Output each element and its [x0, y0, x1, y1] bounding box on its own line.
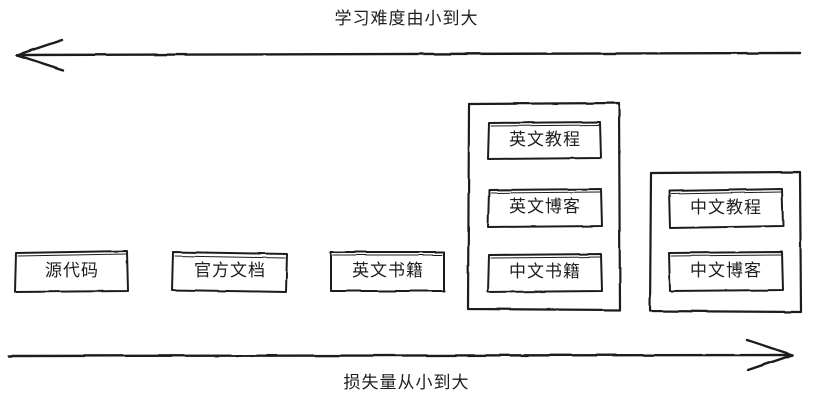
- node-label: 源代码: [45, 261, 99, 281]
- node-chinese-blogs[interactable]: 中文博客: [669, 252, 783, 291]
- node-label: 官方文档: [194, 261, 266, 281]
- node-label: 中文教程: [690, 198, 762, 218]
- top-axis-arrow: [15, 38, 802, 72]
- bottom-axis-arrow: [7, 338, 794, 372]
- node-rect-english-blogs: [487, 188, 603, 228]
- node-official-docs[interactable]: 官方文档: [172, 251, 288, 292]
- node-english-blogs[interactable]: 英文博客: [488, 188, 602, 227]
- node-rect-source-code: [14, 250, 129, 293]
- node-label: 英文教程: [509, 129, 581, 150]
- node-rect-english-tutorials: [487, 121, 602, 160]
- node-label: 中文博客: [690, 261, 762, 281]
- node-rect-chinese-blogs: [668, 251, 784, 292]
- node-label: 英文博客: [509, 197, 581, 217]
- node-source-code[interactable]: 源代码: [15, 251, 129, 292]
- group-container-english-chinese-books: [466, 101, 622, 312]
- node-english-tutorials[interactable]: 英文教程: [488, 121, 602, 159]
- node-rect-english-books: [330, 251, 445, 292]
- node-rect-official-docs: [171, 251, 288, 293]
- node-english-books[interactable]: 英文书籍: [331, 251, 445, 292]
- node-chinese-tutorials[interactable]: 中文教程: [669, 189, 783, 228]
- node-rect-chinese-tutorials: [668, 188, 784, 229]
- node-chinese-books[interactable]: 中文书籍: [488, 253, 602, 292]
- node-label: 英文书籍: [352, 261, 424, 281]
- bottom-axis-label: 损失量从小到大: [343, 373, 470, 393]
- group-container-chinese-resources: [648, 170, 803, 314]
- node-label: 中文书籍: [509, 262, 581, 282]
- node-rect-chinese-books: [487, 253, 603, 293]
- top-axis-label: 学习难度由小到大: [334, 9, 479, 29]
